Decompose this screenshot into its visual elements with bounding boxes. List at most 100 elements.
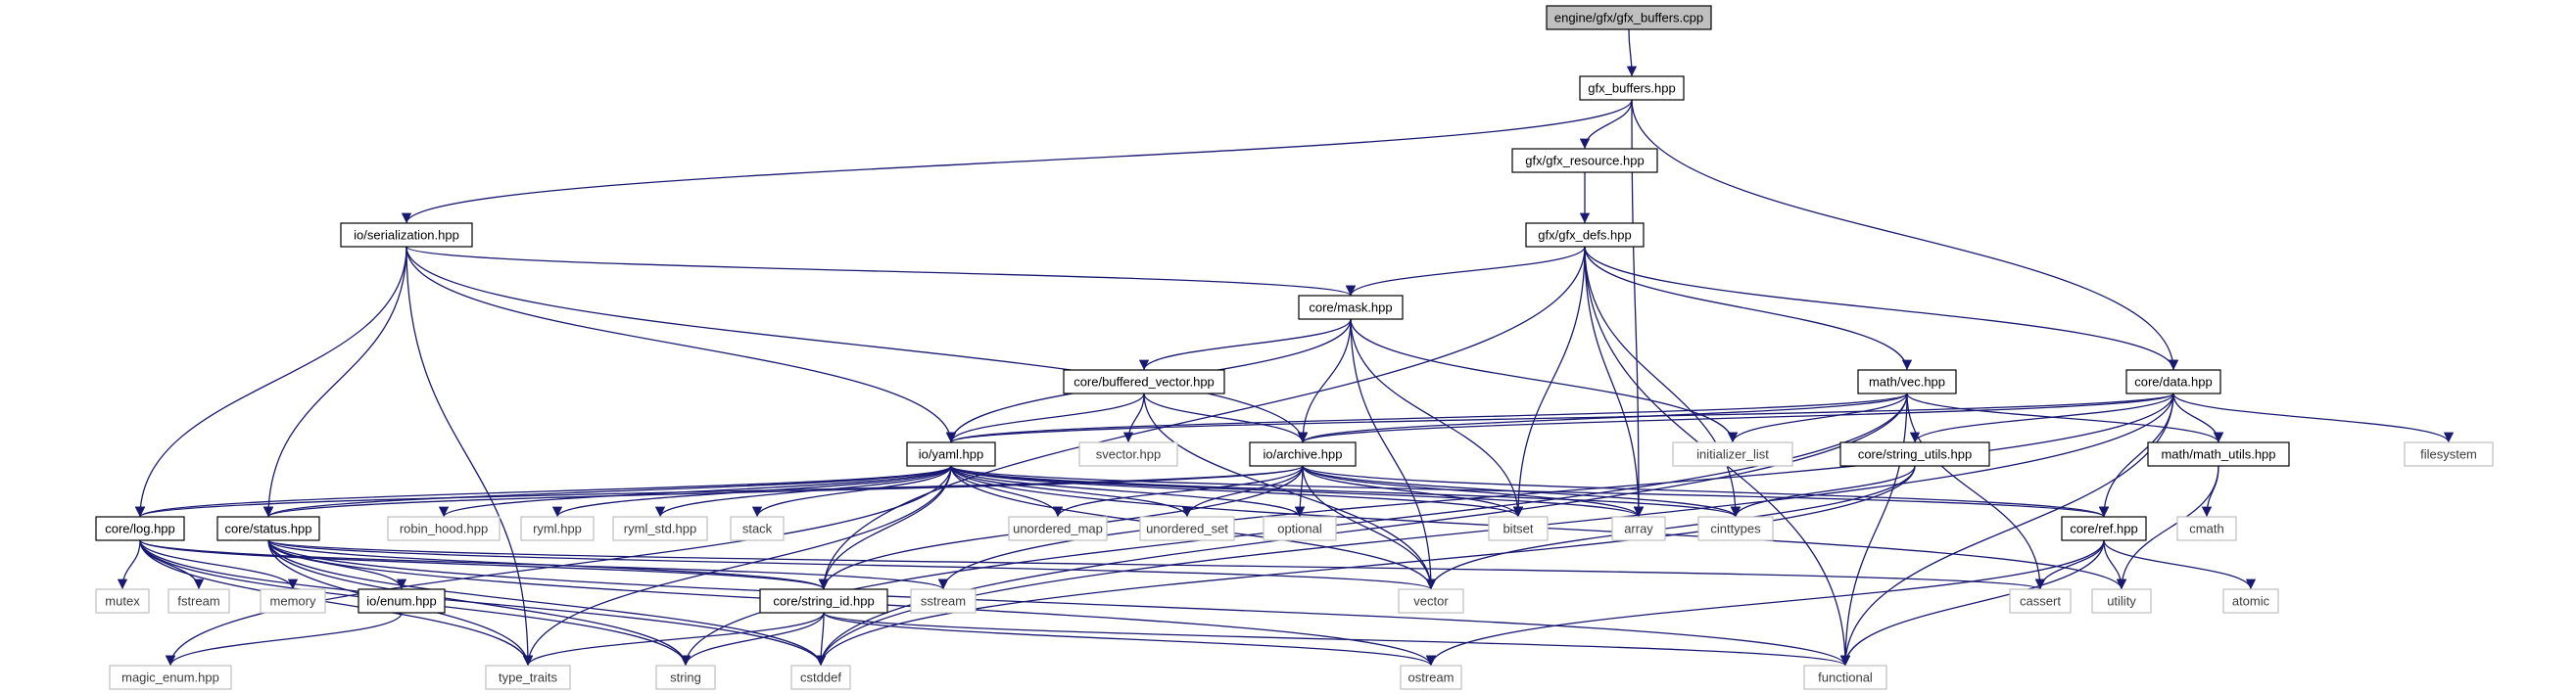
node-box-data: [2125, 369, 2221, 394]
node-box-robin_hood: [387, 516, 501, 541]
node-initializer_list: initializer_list: [1672, 441, 1793, 467]
edge-gfx_defs-to-cinttypes: [1584, 246, 1741, 518]
node-unordered_map: unordered_map: [1008, 516, 1108, 541]
node-svector: svector.hpp: [1078, 441, 1178, 467]
edge-ref-to-utility: [2103, 539, 2127, 590]
node-cstddef: cstddef: [790, 665, 851, 690]
node-label-data: core/data.hpp: [2134, 375, 2213, 390]
edge-mask-to-initializer_list: [1350, 318, 1739, 443]
node-mask[interactable]: core/mask.hpp: [1298, 295, 1404, 320]
node-box-vector: [1398, 588, 1464, 614]
node-yaml[interactable]: io/yaml.hpp: [906, 441, 996, 467]
edge-serialization-to-log: [134, 246, 407, 518]
edge-vec-to-initializer_list: [1727, 393, 1908, 443]
node-optional: optional: [1263, 516, 1337, 541]
node-enum[interactable]: io/enum.hpp: [358, 588, 446, 614]
edge-vec-to-yaml: [946, 393, 1908, 443]
node-box-gfx_defs: [1525, 222, 1645, 248]
edge-gfx_defs-to-string_id: [818, 246, 1586, 590]
node-label-string_id: core/string_id.hpp: [773, 594, 874, 609]
edge-string_utils-to-vector: [1425, 465, 1916, 590]
node-array: array: [1611, 516, 1666, 541]
node-label-vec: math/vec.hpp: [1869, 375, 1945, 390]
edge-serialization-to-status: [262, 246, 407, 518]
node-label-log: core/log.hpp: [105, 522, 175, 536]
edge-yaml-to-ryml: [551, 465, 952, 518]
edge-yaml-to-array: [950, 465, 1644, 518]
edge-gfx_buffers-to-array: [1631, 99, 1645, 518]
node-data[interactable]: core/data.hpp: [2125, 369, 2221, 394]
edge-vec-to-math_utils: [1906, 393, 2224, 443]
node-label-gfx_defs: gfx/gfx_defs.hpp: [1538, 228, 1631, 243]
edges-layer: [117, 28, 2455, 667]
node-label-enum: io/enum.hpp: [366, 594, 437, 609]
edge-gfx_defs-to-vec: [1584, 246, 1913, 371]
edge-yaml-to-cinttypes: [950, 465, 1741, 518]
node-vec[interactable]: math/vec.hpp: [1857, 369, 1957, 394]
node-box-initializer_list: [1672, 441, 1793, 467]
edge-vec-to-cassert: [1906, 393, 2046, 590]
node-memory: memory: [260, 588, 326, 614]
node-string_utils[interactable]: core/string_utils.hpp: [1839, 441, 1990, 467]
edge-data-to-math_utils: [2172, 393, 2224, 443]
node-box-mutex: [95, 588, 150, 614]
node-label-optional: optional: [1277, 522, 1322, 536]
node-label-utility: utility: [2107, 594, 2136, 609]
edge-yaml-to-unordered_set: [950, 465, 1193, 518]
node-box-archive: [1249, 441, 1357, 467]
node-vector: vector: [1398, 588, 1464, 614]
node-ref[interactable]: core/ref.hpp: [2061, 516, 2147, 541]
edge-archive-to-status: [263, 465, 1304, 518]
node-box-filesystem: [2404, 441, 2494, 467]
node-box-string_id: [759, 588, 888, 614]
node-label-unordered_map: unordered_map: [1013, 522, 1103, 536]
node-unordered_set: unordered_set: [1139, 516, 1235, 541]
node-archive[interactable]: io/archive.hpp: [1249, 441, 1357, 467]
edge-serialization-to-type_traits: [405, 246, 534, 667]
node-cinttypes: cinttypes: [1697, 516, 1774, 541]
node-filesystem: filesystem: [2404, 441, 2494, 467]
edge-yaml-to-type_traits: [522, 465, 952, 667]
node-label-gfx_buffers: gfx_buffers.hpp: [1588, 81, 1675, 96]
edge-yaml-to-unordered_map: [950, 465, 1064, 518]
node-stack: stack: [730, 516, 785, 541]
node-gfx_buffers[interactable]: gfx_buffers.hpp: [1579, 75, 1685, 101]
edge-status-to-vector: [267, 539, 1436, 590]
node-label-magic_enum: magic_enum.hpp: [121, 671, 219, 685]
node-string_id[interactable]: core/string_id.hpp: [759, 588, 888, 614]
edge-mask-to-vector: [1350, 318, 1437, 590]
edge-math_utils-to-cmath: [2201, 465, 2219, 518]
node-box-functional: [1803, 665, 1887, 690]
node-ostream: ostream: [1400, 665, 1462, 690]
node-label-atomic: atomic: [2232, 594, 2270, 609]
edge-gfx_buffers-to-serialization: [402, 99, 1633, 224]
node-box-svector: [1078, 441, 1178, 467]
node-box-optional: [1263, 516, 1337, 541]
node-robin_hood: robin_hood.hpp: [387, 516, 501, 541]
node-label-string_utils: core/string_utils.hpp: [1858, 447, 1972, 462]
node-label-unordered_set: unordered_set: [1146, 522, 1228, 536]
node-math_utils[interactable]: math/math_utils.hpp: [2147, 441, 2290, 467]
node-status[interactable]: core/status.hpp: [216, 516, 320, 541]
node-box-ostream: [1400, 665, 1462, 690]
node-label-math_utils: math/math_utils.hpp: [2161, 447, 2275, 462]
node-serialization[interactable]: io/serialization.hpp: [340, 222, 473, 248]
node-box-string_utils: [1839, 441, 1990, 467]
node-log[interactable]: core/log.hpp: [95, 516, 185, 541]
node-root[interactable]: engine/gfx/gfx_buffers.cpp: [1546, 5, 1712, 30]
edge-buffered_vector-to-archive: [1143, 393, 1309, 443]
edge-math_utils-to-utility: [2116, 465, 2219, 590]
node-buffered_vector[interactable]: core/buffered_vector.hpp: [1063, 369, 1225, 394]
node-box-atomic: [2222, 588, 2279, 614]
edge-serialization-to-mask: [405, 246, 1356, 297]
node-ryml: ryml.hpp: [520, 516, 595, 541]
node-box-stack: [730, 516, 785, 541]
node-mutex: mutex: [95, 588, 150, 614]
edge-root-to-gfx_buffers: [1626, 28, 1638, 77]
node-gfx_defs[interactable]: gfx/gfx_defs.hpp: [1525, 222, 1645, 248]
edge-gfx_buffers-to-data: [1631, 99, 2179, 371]
node-box-unordered_map: [1008, 516, 1108, 541]
node-gfx_resource[interactable]: gfx/gfx_resource.hpp: [1511, 148, 1658, 173]
node-label-cinttypes: cinttypes: [1710, 522, 1761, 536]
node-box-cstddef: [790, 665, 851, 690]
